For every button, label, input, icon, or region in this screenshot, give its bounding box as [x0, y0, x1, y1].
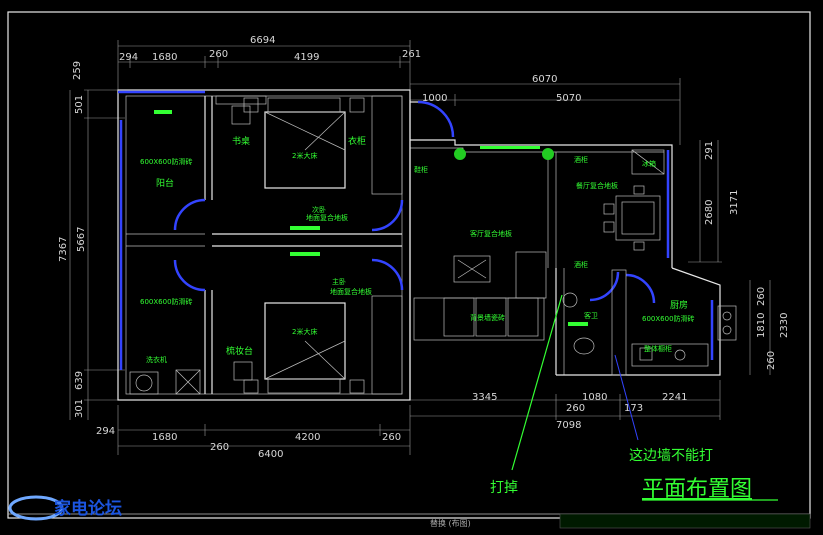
label-second-bed: 次卧 [312, 205, 326, 214]
basin-icon [562, 292, 578, 308]
stool-icon [233, 361, 253, 381]
dim-top-294: 294 [119, 52, 138, 63]
door-arc-balcony-bottom [173, 259, 206, 292]
label-second-bed-floor: 地面复合地板 [306, 213, 348, 222]
dim-right-5070: 5070 [556, 93, 581, 104]
label-kitchen-cabinet: 整体橱柜 [644, 344, 672, 353]
dim-right-6070: 6070 [532, 74, 557, 85]
headboard-bottom [267, 378, 341, 394]
label-study: 书桌 [232, 135, 250, 147]
dim-left-501: 501 [74, 95, 85, 114]
dim-bot-1080: 1080 [582, 392, 607, 403]
door-arc-second-bed [371, 199, 404, 232]
nightstand-icon [349, 97, 365, 113]
annotation-remove: 打掉 [490, 479, 518, 496]
dim-r-2680: 2680 [704, 200, 715, 225]
dim-bot-4200: 4200 [295, 432, 320, 443]
dim-left-301: 301 [74, 399, 85, 418]
door-arc-kitchen [625, 273, 656, 304]
dim-bot-173: 173 [624, 403, 643, 414]
dim-top-total: 6694 [250, 35, 275, 46]
bedroom-block-walls [117, 89, 411, 401]
door-arc-wc [589, 271, 620, 302]
headboard-top [267, 97, 341, 113]
label-wine-cabinet-top: 酒柜 [574, 155, 588, 164]
dim-bot-7098: 7098 [556, 420, 581, 431]
door-arc-entry [417, 100, 455, 138]
label-dresser: 梳妆台 [226, 345, 253, 357]
nightstand-icon [243, 379, 259, 394]
label-kitchen: 厨房 [670, 299, 688, 311]
drawing-frame [7, 11, 811, 519]
dim-top-260: 260 [209, 49, 228, 60]
dim-bot-3345: 3345 [472, 392, 497, 403]
label-master-bed-floor: 地面复合地板 [330, 287, 372, 296]
dim-top-261: 261 [402, 49, 421, 60]
dim-bot-1680: 1680 [152, 432, 177, 443]
dim-bot-260a: 260 [210, 442, 229, 453]
dim-bot-260c: 260 [566, 403, 585, 414]
label-living-floor: 客厅复合地板 [470, 229, 512, 238]
dim-left-7367: 7367 [58, 237, 69, 262]
door-arc-balcony-top [173, 198, 206, 231]
label-dining-floor: 餐厅复合地板 [576, 181, 618, 190]
living-block-walls [409, 100, 721, 400]
nightstand-icon [349, 379, 365, 394]
dim-r-2330: 2330 [779, 313, 790, 338]
desk-surface [215, 95, 267, 105]
leader-line-remove [511, 294, 563, 471]
dim-left-5667: 5667 [76, 227, 87, 252]
sofa-set [413, 251, 547, 341]
toilet-icon [573, 337, 595, 355]
dim-bot-260b: 260 [382, 432, 401, 443]
watermark-text: 家电论坛 [54, 498, 122, 519]
label-wc: 客卫 [584, 311, 598, 320]
title-block [559, 513, 811, 529]
dining-table [603, 149, 665, 251]
label-bed-bottom: 2米大床 [292, 327, 317, 336]
washer-box [129, 371, 159, 395]
dim-bot-2241: 2241 [662, 392, 687, 403]
label-fridge: 冰箱 [642, 159, 656, 168]
light-fixtures [154, 110, 588, 326]
label-balcony-floor-bottom: 600X600防滑砖 [140, 297, 193, 306]
label-balcony: 阳台 [156, 177, 174, 189]
dim-right-1000: 1000 [422, 93, 447, 104]
label-wardrobe-top: 衣柜 [348, 135, 366, 147]
sink-icon [175, 369, 201, 395]
forum-watermark: 家电论坛 [8, 495, 122, 521]
washer-drum-icon [135, 374, 153, 392]
dim-left-259: 259 [72, 61, 83, 80]
label-bed-top: 2米大床 [292, 151, 317, 160]
label-washer: 洗衣机 [146, 355, 167, 364]
dim-r-260b: 260 [766, 351, 777, 370]
bottom-bar-fragment: 替换 (布图) [430, 518, 471, 528]
chair-icon [231, 105, 251, 125]
plan-title: 平面布置图 [642, 477, 752, 502]
label-tv-wall: 背景墙瓷砖 [470, 313, 505, 322]
nightstand-icon [243, 97, 259, 113]
label-balcony-floor-top: 600X600防滑砖 [140, 157, 193, 166]
dim-top-1680: 1680 [152, 52, 177, 63]
dim-bot-6400: 6400 [258, 449, 283, 460]
leader-line-no-demolish [614, 354, 639, 441]
kitchen-fixtures [631, 305, 737, 367]
label-shoe-cabinet: 鞋柜 [414, 165, 428, 174]
label-master-bed: 主卧 [332, 277, 346, 286]
dim-left-639: 639 [74, 371, 85, 390]
dim-top-4199: 4199 [294, 52, 319, 63]
dim-r-260: 260 [756, 287, 767, 306]
annotation-no-demolish: 这边墙不能打 [629, 447, 713, 464]
label-kitchen-floor: 600X600防滑砖 [642, 314, 695, 323]
door-arc-master-bed [371, 258, 404, 291]
label-wine-cabinet-mid: 酒柜 [574, 260, 588, 269]
dim-bot-294: 294 [96, 426, 115, 437]
dim-r-3171: 3171 [729, 190, 740, 215]
dim-r-1810: 1810 [756, 313, 767, 338]
dim-r-291: 291 [704, 141, 715, 160]
